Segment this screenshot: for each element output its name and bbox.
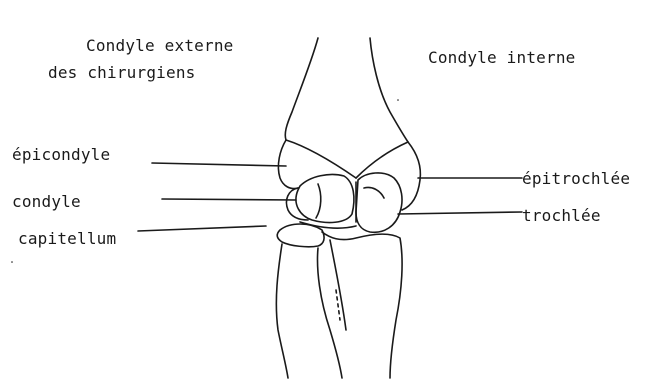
radius-head — [277, 224, 324, 247]
epicondyle-outline — [278, 140, 298, 189]
trochlea-outline — [356, 173, 402, 232]
condyle-inner-line — [316, 184, 321, 218]
label-condyle-externe-line2: des chirurgiens — [48, 63, 196, 83]
condyle-nucleus — [296, 174, 354, 222]
label-condyle-interne: Condyle interne — [428, 48, 576, 68]
ulna-outline — [322, 232, 402, 378]
speck-mark — [397, 99, 399, 101]
ulna-dashed-line — [336, 290, 340, 320]
leader-trochlee — [398, 212, 522, 214]
radius-shaft-left — [276, 244, 288, 378]
metaphysis-line-left — [286, 140, 356, 178]
leader-capitellum — [138, 226, 266, 231]
humerus-shaft-left-edge — [285, 38, 318, 140]
speck-mark — [11, 261, 13, 263]
label-trochlee: trochlée — [522, 206, 601, 226]
ulna-inner-line — [330, 240, 346, 330]
trochlea-groove — [364, 187, 384, 198]
humerus-shaft-right-edge — [370, 38, 408, 142]
label-condyle-externe-line1: Condyle externe — [86, 36, 234, 56]
leader-epicondyle — [152, 163, 286, 166]
label-capitellum: capitellum — [18, 229, 116, 249]
label-condyle: condyle — [12, 192, 81, 212]
label-epicondyle: épicondyle — [12, 145, 110, 165]
epitrochlea-outline — [402, 142, 420, 210]
leader-condyle — [162, 199, 296, 200]
label-epitrochlee: épitrochlée — [522, 169, 630, 189]
